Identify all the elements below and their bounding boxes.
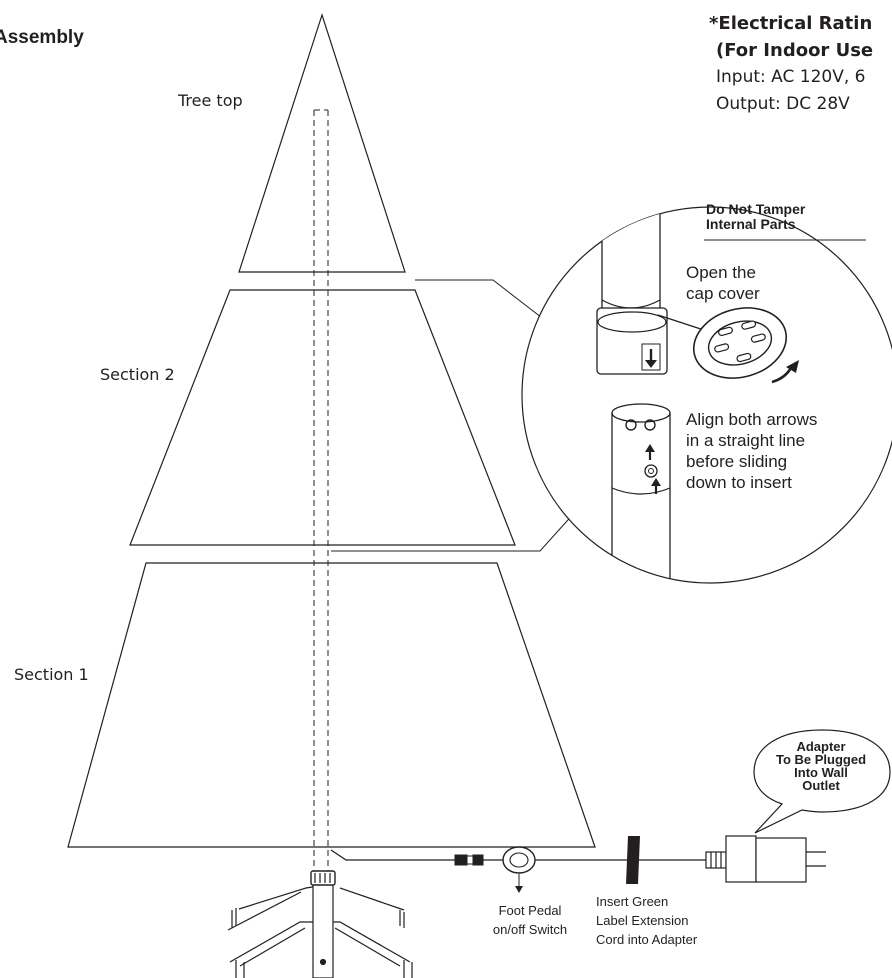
- foot-pedal-note: Foot Pedal on/off Switch: [478, 901, 582, 939]
- rating-input: Input: AC 120V, 6: [716, 67, 866, 87]
- align-arrows-note: Align both arrows in a straight line bef…: [686, 409, 817, 493]
- page-title: Assembly: [0, 27, 84, 48]
- cap-note-line: cap cover: [686, 284, 760, 303]
- bubble-line: Outlet: [802, 778, 840, 793]
- adapter: [705, 835, 826, 883]
- bubble-line: Into Wall: [794, 765, 848, 780]
- cord-connector: [454, 854, 484, 866]
- power-cord: [330, 849, 455, 861]
- pedal-note-line: on/off Switch: [492, 922, 568, 937]
- center-pole: [313, 109, 329, 880]
- cord-note-line: Insert Green: [596, 894, 669, 909]
- curved-arrow-icon: [771, 360, 799, 384]
- warning-line: Internal Parts: [706, 216, 796, 232]
- align-note-line: down to insert: [686, 473, 792, 492]
- rating-output: Output: DC 28V: [716, 94, 850, 114]
- cord-note-line: Label Extension: [596, 913, 689, 928]
- extension-cord-note: Insert Green Label Extension Cord into A…: [596, 892, 697, 949]
- bubble-line: To Be Plugged: [775, 752, 867, 767]
- warning-text: Do Not Tamper Internal Parts: [706, 202, 805, 232]
- tree-stand: [227, 870, 413, 978]
- foot-pedal-switch: [502, 846, 536, 874]
- cap-cover-note: Open the cap cover: [686, 262, 760, 304]
- label-section-2: Section 2: [100, 365, 175, 384]
- adapter-bubble-text: Adapter To Be Plugged Into Wall Outlet: [760, 740, 882, 792]
- align-note-line: before sliding: [686, 452, 788, 471]
- label-section-1: Section 1: [14, 665, 89, 684]
- tree-top-section: [238, 13, 406, 273]
- arrow-down-icon: [645, 349, 657, 368]
- electrical-rating-title: *Electrical Ratin: [709, 13, 873, 34]
- green-label: [626, 836, 640, 884]
- callout-line-bottom: [331, 510, 577, 552]
- pedal-note-line: Foot Pedal: [498, 903, 562, 918]
- align-note-line: Align both arrows: [686, 410, 818, 429]
- adapter-bubble: [753, 729, 891, 834]
- align-note-line: in a straight line: [686, 431, 806, 450]
- arrow-up-icon: [645, 444, 661, 494]
- electrical-rating-subtitle: (For Indoor Use: [716, 40, 874, 61]
- pedal-pointer-icon: [515, 886, 523, 893]
- section-2: [129, 289, 516, 546]
- warning-line: Do Not Tamper: [706, 201, 806, 217]
- section-1: [67, 562, 596, 848]
- cord-note-line: Cord into Adapter: [596, 932, 698, 947]
- callout-line-top: [415, 279, 547, 322]
- label-tree-top: Tree top: [178, 91, 243, 110]
- cap-note-line: Open the: [686, 263, 756, 282]
- bubble-line: Adapter: [796, 739, 846, 754]
